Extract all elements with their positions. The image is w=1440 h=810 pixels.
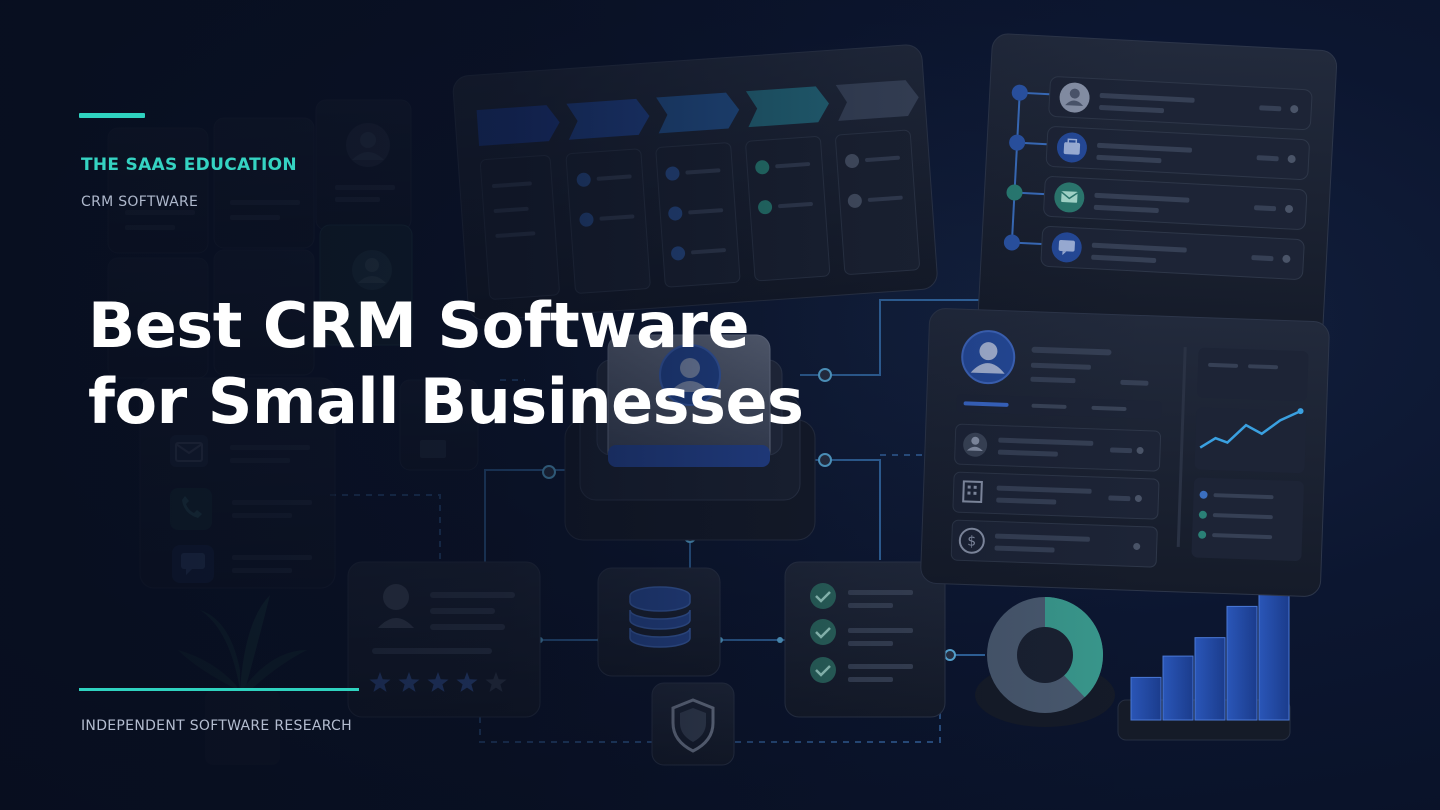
bar xyxy=(1130,676,1162,721)
brand-name: THE SAAS EDUCATION xyxy=(81,155,297,175)
bar-chart xyxy=(1117,577,1291,741)
phone-icon xyxy=(170,488,212,530)
bar xyxy=(1194,637,1226,721)
divider-rule xyxy=(79,688,359,691)
user-icon xyxy=(961,330,1016,385)
donut-chart xyxy=(975,597,1115,727)
pipeline-board xyxy=(452,44,938,321)
footer-tagline: INDEPENDENT SOFTWARE RESEARCH xyxy=(81,718,352,734)
database-card xyxy=(597,567,721,677)
plant-icon xyxy=(178,595,307,765)
task-checklist xyxy=(784,561,946,718)
page-title-line-1: Best CRM Software xyxy=(88,289,750,362)
bar xyxy=(1226,605,1258,721)
bar xyxy=(1162,655,1194,721)
security-card xyxy=(651,682,735,766)
review-card xyxy=(347,561,541,718)
contact-timeline-panel xyxy=(977,33,1338,341)
page-title: Best CRM Software for Small Businesses xyxy=(88,288,848,440)
svg-text:$: $ xyxy=(967,534,976,550)
category-label: CRM SOFTWARE xyxy=(81,194,199,210)
accent-bar xyxy=(79,113,145,118)
contact-detail-panel: $ xyxy=(920,308,1330,597)
bar xyxy=(1258,577,1290,721)
chat-icon xyxy=(172,545,214,583)
page-title-line-2: for Small Businesses xyxy=(88,365,804,438)
check-icon xyxy=(810,583,836,683)
